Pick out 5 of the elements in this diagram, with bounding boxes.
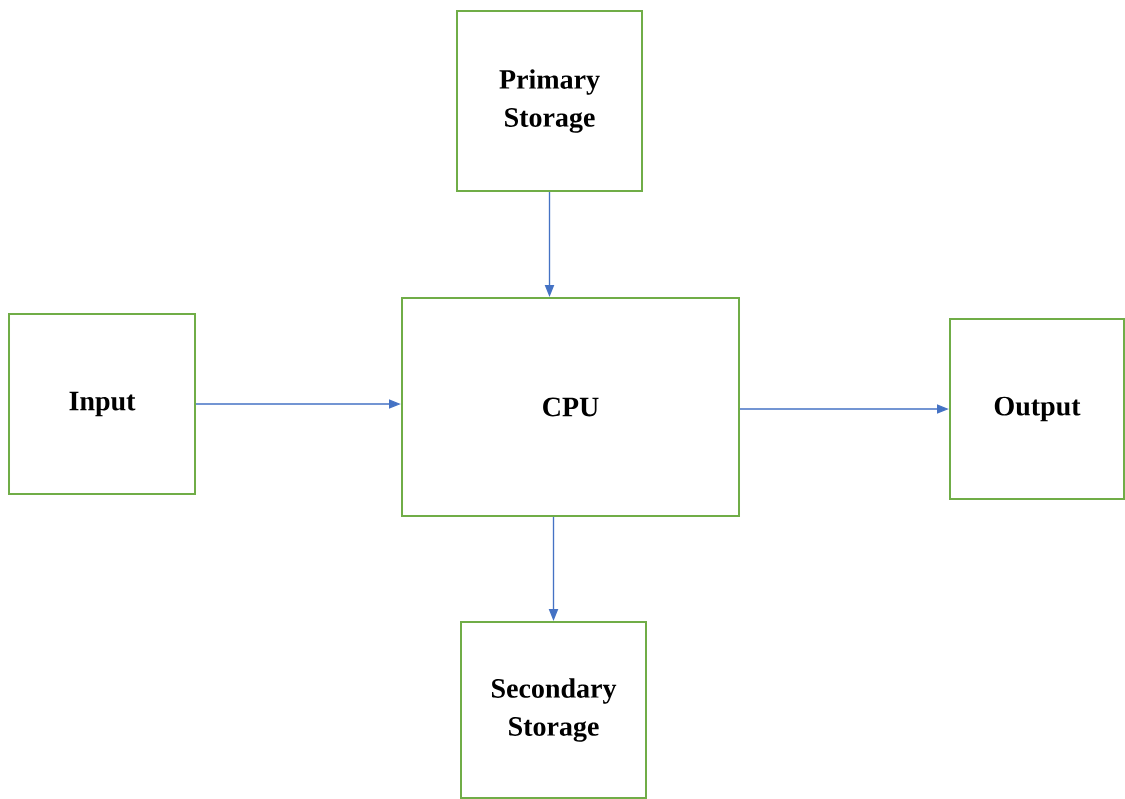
process-box: Output bbox=[949, 318, 1125, 500]
process-box: CPU bbox=[401, 297, 740, 517]
process-box: Input bbox=[8, 313, 196, 495]
process-box: Secondary Storage bbox=[460, 621, 647, 799]
process-box: Primary Storage bbox=[456, 10, 643, 192]
